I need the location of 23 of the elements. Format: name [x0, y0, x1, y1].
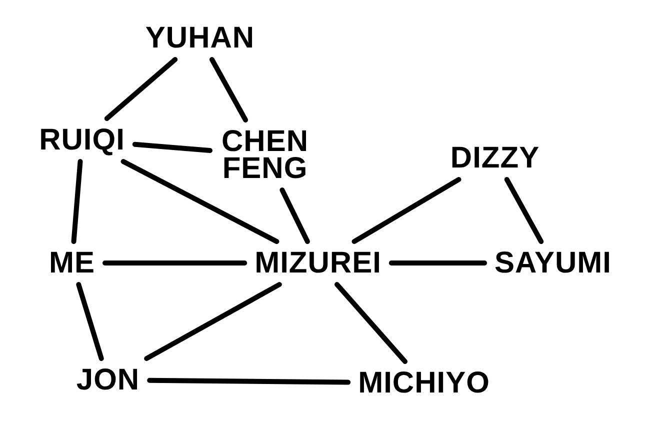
node-label: YUHAN	[141, 22, 259, 54]
connector-line	[76, 282, 104, 361]
connector-line	[120, 159, 280, 244]
connector-line	[334, 282, 408, 364]
connector-line	[71, 159, 83, 244]
node-label: RUIQI	[35, 124, 129, 156]
connector-line	[352, 177, 462, 244]
connector-line	[144, 282, 282, 361]
connector-line	[132, 142, 212, 153]
connector-line	[102, 260, 248, 266]
node-label: ME	[45, 248, 99, 278]
connector-line	[504, 177, 544, 244]
connector-line	[209, 57, 248, 122]
connector-line	[147, 378, 351, 385]
node-label: MICHIYO	[354, 368, 494, 398]
connector-line	[104, 57, 178, 121]
node-label: CHEN FENG	[216, 126, 314, 184]
connector-line	[280, 188, 310, 244]
node-label: JON	[72, 364, 144, 396]
node-label: MIZUREI	[250, 248, 386, 278]
node-label: DIZZY	[446, 142, 544, 174]
connector-line	[388, 260, 488, 266]
node-label: SAYUMI	[490, 248, 616, 278]
